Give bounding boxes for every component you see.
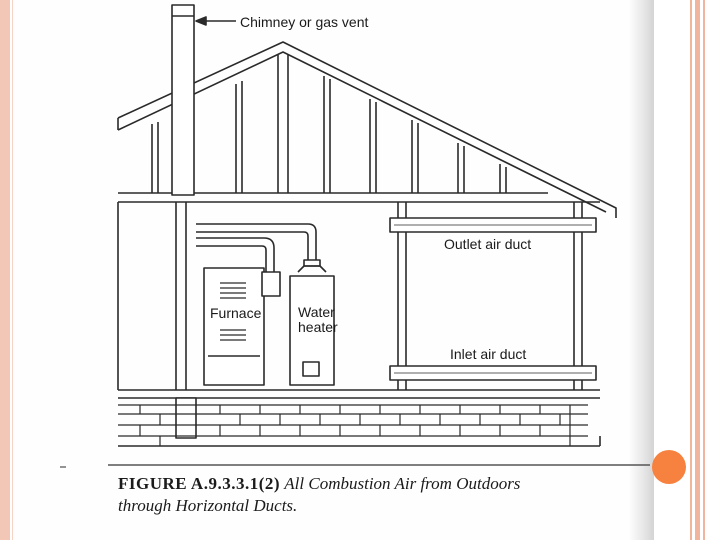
foundation-post [175, 397, 197, 439]
chimney-label: Chimney or gas vent [240, 14, 369, 30]
water-heater-label: Water heater [298, 305, 338, 335]
slide-accent-dot [652, 450, 686, 484]
figure-caption-line-2: through Horizontal Ducts. [118, 496, 298, 515]
furnace-vent-pipe-inner [196, 245, 267, 272]
furnace-flue-collar [261, 271, 281, 297]
water-heater-vent-inner [196, 231, 309, 260]
attic-studs [151, 55, 507, 193]
chimney-pointer-arrowhead [195, 16, 207, 26]
figure-caption-line-1: FIGURE A.9.3.3.1(2) All Combustion Air f… [118, 474, 520, 494]
chimney [171, 4, 195, 196]
water-heater [289, 275, 335, 386]
foundation-bricks [118, 404, 588, 446]
right-border-line-3 [703, 0, 705, 540]
water-heater-label-line-1: Water [298, 304, 335, 320]
right-border-line-2 [695, 0, 700, 540]
draft-hood [303, 259, 321, 267]
water-heater-access-panel [302, 361, 320, 377]
furnace-vent-pipe-outer [196, 237, 275, 272]
furnace [203, 267, 265, 386]
scanned-page [0, 0, 652, 540]
figure-title-part-1: All Combustion Air from Outdoors [284, 474, 521, 493]
water-heater-label-line-2: heater [298, 319, 338, 335]
right-border [690, 0, 720, 540]
furnace-label: Furnace [210, 305, 262, 321]
figure-number: FIGURE A.9.3.3.1(2) [118, 474, 281, 493]
furnace-grille-bottom [220, 329, 246, 341]
left-border-line [12, 0, 13, 540]
water-heater-vent-outer [196, 223, 317, 260]
draft-hood-skirt [297, 265, 327, 273]
left-border-stripe [0, 0, 10, 540]
roof-outline [117, 41, 617, 218]
furnace-grille-top [220, 282, 246, 299]
page-edge-shadow [628, 0, 654, 540]
outlet-duct-label: Outlet air duct [444, 236, 532, 252]
inlet-duct-label: Inlet air duct [450, 346, 527, 362]
right-border-line-1 [690, 0, 692, 540]
